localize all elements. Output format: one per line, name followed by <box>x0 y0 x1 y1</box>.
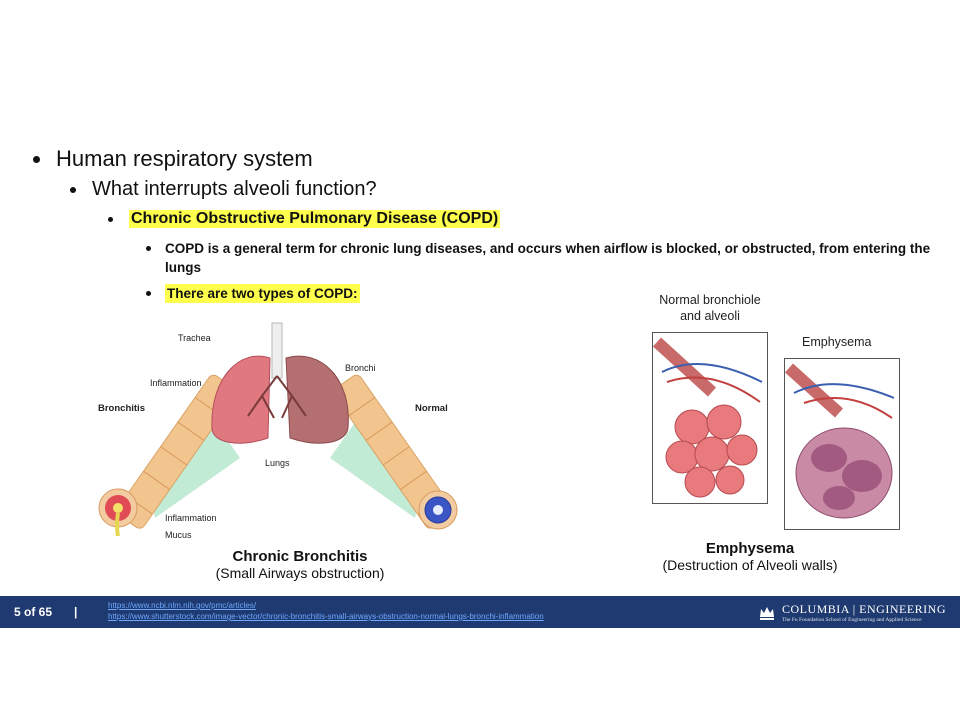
label-emphysema: Emphysema <box>802 335 872 349</box>
label-bronchitis: Bronchitis <box>98 403 145 414</box>
label-lungs: Lungs <box>265 458 290 468</box>
bullet-dot-icon <box>70 187 76 193</box>
bullet-level3: Chronic Obstructive Pulmonary Disease (C… <box>108 210 501 228</box>
label-inflammation-bottom: Inflammation <box>165 513 217 523</box>
reference-link[interactable]: https://www.ncbi.nlm.nih.gov/pmc/article… <box>108 601 257 610</box>
crown-icon <box>759 606 774 620</box>
bullet-text: What interrupts alveoli function? <box>92 178 377 200</box>
bullet-text: Human respiratory system <box>56 146 313 171</box>
normal-alveoli-drawing <box>652 332 768 504</box>
bullet-dot-icon <box>108 217 113 222</box>
logo-title: COLUMBIA | ENGINEERING <box>781 602 946 616</box>
caption-title: Emphysema <box>705 540 795 557</box>
normal-alveoli-illustration <box>652 332 768 504</box>
lungs-airways-drawing <box>98 322 458 537</box>
page-number: 5 of 65 | <box>14 605 77 619</box>
slide-footer: 5 of 65 | https://www.ncbi.nlm.nih.gov/pm… <box>0 596 960 628</box>
label-bronchi: Bronchi <box>345 363 376 373</box>
bronchitis-illustration: Trachea Bronchi Inflammation Bronchitis … <box>90 318 480 550</box>
highlighted-text: Chronic Obstructive Pulmonary Disease (C… <box>129 210 501 228</box>
label-line: Normal bronchiole <box>659 293 761 307</box>
bullet-level2: What interrupts alveoli function? <box>70 178 377 201</box>
caption-subtitle: (Destruction of Alveoli walls) <box>662 557 838 573</box>
caption-title: Chronic Bronchitis <box>232 548 368 565</box>
bullet-level1: Human respiratory system <box>33 146 313 172</box>
bullet-dot-icon <box>33 156 40 163</box>
label-normal-bronchiole: Normal bronchiole and alveoli <box>640 292 780 324</box>
bullet-dot-icon <box>146 246 151 251</box>
emphysema-alveoli-drawing <box>784 358 900 530</box>
bullet-text: COPD is a general term for chronic lung … <box>165 241 931 275</box>
reference-link[interactable]: https://www.shutterstock.com/image-vecto… <box>108 612 544 621</box>
columbia-engineering-logo: COLUMBIA | ENGINEERING The Fu Foundation… <box>758 602 946 623</box>
footer-separator: | <box>74 605 78 619</box>
label-line: and alveoli <box>680 309 740 323</box>
emphysema-alveoli-illustration <box>784 358 900 530</box>
label-mucus: Mucus <box>165 530 192 540</box>
bronchitis-caption: Chronic Bronchitis (Small Airways obstru… <box>190 548 410 581</box>
highlighted-text: There are two types of COPD: <box>165 284 360 303</box>
emphysema-caption: Emphysema (Destruction of Alveoli walls) <box>630 540 870 573</box>
caption-subtitle: (Small Airways obstruction) <box>215 565 385 581</box>
label-normal: Normal <box>415 403 448 414</box>
page-number-text: 5 of 65 <box>14 605 53 619</box>
reference-links: https://www.ncbi.nlm.nih.gov/pmc/article… <box>108 600 544 622</box>
label-trachea: Trachea <box>178 333 211 343</box>
logo-subtitle: The Fu Foundation School of Engineering … <box>781 617 922 623</box>
label-inflammation-top: Inflammation <box>150 378 202 388</box>
bullet-level4: There are two types of COPD: <box>146 284 360 303</box>
bullet-level4: COPD is a general term for chronic lung … <box>146 239 936 277</box>
bullet-dot-icon <box>146 291 151 296</box>
